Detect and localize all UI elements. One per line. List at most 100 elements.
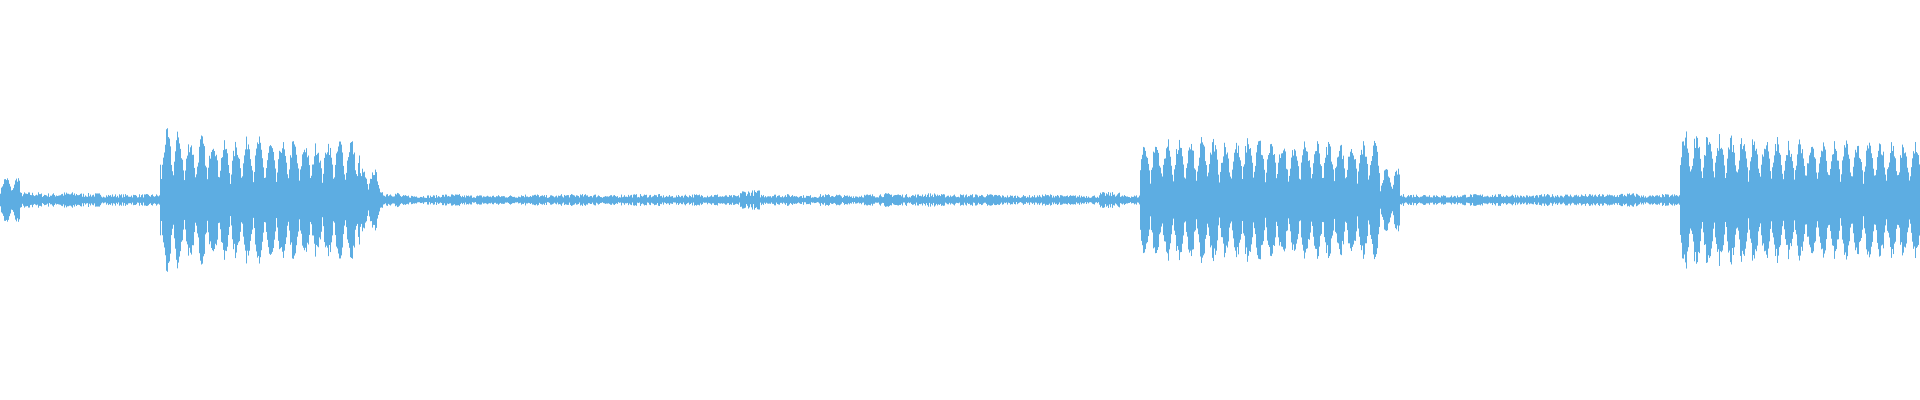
waveform-bar (58, 195, 59, 205)
waveform-bar (132, 197, 133, 203)
waveform-bar (1800, 144, 1801, 256)
waveform-bar (1163, 164, 1164, 236)
waveform-bar (1647, 197, 1648, 203)
waveform-bar (1902, 144, 1903, 256)
waveform-bar (1052, 197, 1053, 203)
waveform-bar (439, 196, 440, 204)
waveform-bar (1753, 144, 1754, 256)
waveform-bar (549, 197, 550, 203)
waveform-bar (378, 185, 379, 215)
waveform-bar (1066, 195, 1067, 205)
waveform-bar (382, 192, 383, 208)
waveform-bar (684, 195, 685, 205)
waveform-bar (1699, 146, 1700, 254)
waveform-bar (375, 169, 376, 231)
waveform-bar (1871, 153, 1872, 247)
waveform-bar (1509, 196, 1510, 204)
waveform-bar (821, 197, 822, 203)
waveform-bar (1822, 151, 1823, 249)
waveform-bar (488, 196, 489, 204)
waveform-bar (1719, 134, 1720, 266)
waveform-bar (1181, 148, 1182, 252)
waveform-bar (1246, 152, 1247, 248)
waveform-bar (182, 159, 183, 241)
waveform-bar (1305, 147, 1306, 253)
waveform-bar (468, 195, 469, 205)
waveform-bar (245, 149, 246, 251)
waveform-bar (638, 196, 639, 204)
waveform-bar (1557, 195, 1558, 205)
waveform-bar (22, 196, 23, 204)
waveform-bar (643, 195, 644, 205)
waveform-bar (602, 197, 603, 203)
waveform-bar (923, 196, 924, 204)
waveform-bar (1318, 143, 1319, 257)
waveform-bar (1401, 195, 1402, 205)
waveform-bar (1263, 158, 1264, 242)
waveform-bar (223, 150, 224, 250)
waveform-bar (1672, 194, 1673, 206)
waveform-bar (1396, 170, 1397, 230)
waveform-bar (1431, 197, 1432, 203)
waveform-bar (1616, 196, 1617, 204)
waveform-bar (679, 196, 680, 204)
waveform-bar (217, 160, 218, 240)
waveform-bar (1838, 160, 1839, 240)
waveform-bar (1277, 174, 1278, 226)
waveform-bar (1702, 178, 1703, 222)
waveform-bar (402, 196, 403, 204)
waveform-bar (1847, 143, 1848, 257)
waveform-bar (256, 148, 257, 252)
waveform-bar (530, 196, 531, 204)
waveform-bar (1894, 156, 1895, 244)
waveform-bar (358, 163, 359, 237)
waveform-bar (940, 196, 941, 204)
waveform-bar (1046, 195, 1047, 205)
waveform-bar (1515, 194, 1516, 206)
waveform-bar (646, 194, 647, 206)
waveform-bar (621, 194, 622, 206)
waveform-bar (1583, 196, 1584, 204)
waveform-bar (1914, 153, 1915, 247)
waveform-bar (1267, 159, 1268, 241)
waveform-bar (1591, 195, 1592, 205)
waveform-bar (901, 196, 902, 204)
waveform-bar (972, 194, 973, 206)
waveform-bar (384, 195, 385, 205)
waveform-bar (632, 197, 633, 203)
waveform-bar (906, 194, 907, 206)
waveform-bar (1850, 172, 1851, 228)
waveform-bar (165, 144, 166, 256)
waveform-bar (9, 183, 10, 217)
waveform-bar (1142, 154, 1143, 246)
waveform-bar (1794, 179, 1795, 221)
waveform-bar (192, 154, 193, 246)
waveform-bar (469, 196, 470, 204)
waveform-bar (849, 195, 850, 205)
waveform-bar (559, 195, 560, 205)
waveform-bar (839, 194, 840, 206)
waveform-bar (673, 197, 674, 203)
waveform-bar (962, 195, 963, 205)
waveform-bar (46, 195, 47, 205)
waveform-bar (804, 197, 805, 203)
waveform-bar (1791, 153, 1792, 247)
waveform-bar (222, 157, 223, 243)
waveform-bar (1129, 197, 1130, 203)
waveform-bar (1585, 194, 1586, 206)
waveform-bar (1259, 140, 1260, 260)
waveform-bar (834, 197, 835, 203)
waveform-bar (957, 196, 958, 204)
waveform-bar (472, 197, 473, 203)
waveform-bar (1172, 174, 1173, 226)
waveform-bar (1718, 150, 1719, 250)
waveform-bar (758, 190, 759, 210)
waveform-bar (596, 197, 597, 203)
waveform-bar (814, 196, 815, 204)
waveform-bar (997, 195, 998, 205)
waveform-bar (802, 197, 803, 203)
waveform-bar (774, 194, 775, 206)
waveform-bar (1735, 165, 1736, 235)
waveform-bar (733, 195, 734, 205)
